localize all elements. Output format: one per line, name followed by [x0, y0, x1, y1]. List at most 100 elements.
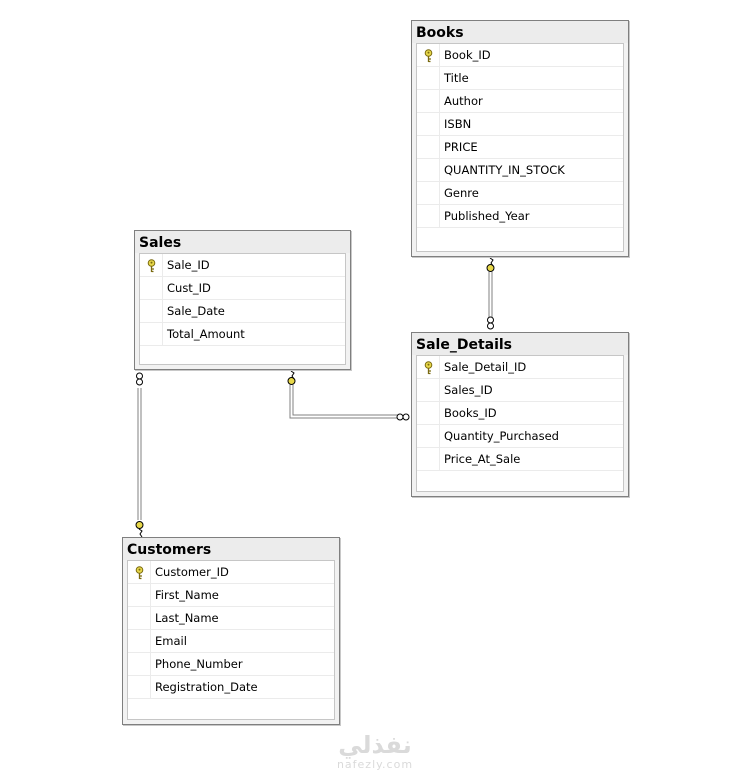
- column-name: Total_Amount: [167, 327, 245, 341]
- column-row[interactable]: Sale_ID: [140, 254, 345, 277]
- row-selector: [128, 584, 151, 606]
- row-selector: [417, 182, 440, 204]
- column-name: Price_At_Sale: [444, 452, 521, 466]
- row-selector: [417, 90, 440, 112]
- column-row[interactable]: Total_Amount: [140, 323, 345, 346]
- column-row[interactable]: Title: [417, 67, 623, 90]
- column-name: Sale_Date: [167, 304, 225, 318]
- primary-key-icon: [135, 565, 144, 580]
- column-row[interactable]: Sale_Detail_ID: [417, 356, 623, 379]
- column-name: Published_Year: [444, 209, 530, 223]
- column-name: ISBN: [444, 117, 472, 131]
- column-name: QUANTITY_IN_STOCK: [444, 163, 565, 177]
- many-end-sales-bottom-a: [136, 372, 143, 380]
- many-end-sale-details-top-b: [487, 322, 494, 330]
- column-row[interactable]: ISBN: [417, 113, 623, 136]
- row-selector: [128, 676, 151, 698]
- relationship-sales-sale-details: [289, 385, 398, 419]
- column-row[interactable]: Quantity_Purchased: [417, 425, 623, 448]
- table-sale-details[interactable]: Sale_Details Sale_Detail_ID Sales_ID Books…: [411, 332, 629, 497]
- column-name: Sale_ID: [167, 258, 210, 272]
- row-selector: [140, 300, 163, 322]
- infinity-end-markers: [136, 316, 494, 421]
- primary-key-icon: [424, 360, 433, 375]
- column-row[interactable]: Sales_ID: [417, 379, 623, 402]
- row-selector: [128, 607, 151, 629]
- row-selector: [417, 205, 440, 227]
- column-name: Book_ID: [444, 48, 491, 62]
- column-row[interactable]: First_Name: [128, 584, 334, 607]
- row-selector: [417, 67, 440, 89]
- column-row[interactable]: Phone_Number: [128, 653, 334, 676]
- row-selector: [140, 323, 163, 345]
- relationship-customers-sales: [137, 388, 142, 520]
- watermark-latin: nafezly.com: [336, 758, 414, 771]
- row-selector: [417, 159, 440, 181]
- row-selector: [128, 561, 151, 583]
- one-end-sales: [287, 377, 296, 385]
- column-row[interactable]: Price_At_Sale: [417, 448, 623, 471]
- column-row[interactable]: Genre: [417, 182, 623, 205]
- watermark: نفذلي nafezly.com: [320, 732, 430, 771]
- column-name: First_Name: [155, 588, 219, 602]
- table-title: Sales: [135, 231, 350, 253]
- many-end-sale-details-left-a: [396, 413, 404, 421]
- row-selector: [417, 448, 440, 470]
- relationship-books-sale-details: [488, 272, 493, 318]
- column-name: Author: [444, 94, 483, 108]
- row-selector: [417, 379, 440, 401]
- column-row[interactable]: Last_Name: [128, 607, 334, 630]
- one-end-books: [486, 264, 495, 272]
- key-end-markers: [135, 257, 495, 538]
- column-row[interactable]: Registration_Date: [128, 676, 334, 699]
- column-name: Sales_ID: [444, 383, 493, 397]
- column-name: Registration_Date: [155, 680, 258, 694]
- column-name: PRICE: [444, 140, 478, 154]
- row-selector: [417, 136, 440, 158]
- row-selector: [128, 630, 151, 652]
- column-name: Phone_Number: [155, 657, 243, 671]
- column-name: Sale_Detail_ID: [444, 360, 527, 374]
- row-selector: [417, 44, 440, 66]
- column-row[interactable]: Sale_Date: [140, 300, 345, 323]
- watermark-arabic: نفذلي: [338, 731, 412, 759]
- row-selector: [140, 254, 163, 276]
- column-list: Sale_Detail_ID Sales_ID Books_ID Quantity_P…: [416, 355, 624, 492]
- column-name: Title: [444, 71, 469, 85]
- column-row[interactable]: Published_Year: [417, 205, 623, 228]
- column-name: Last_Name: [155, 611, 219, 625]
- column-row[interactable]: Cust_ID: [140, 277, 345, 300]
- table-title: Books: [412, 21, 628, 43]
- column-name: Email: [155, 634, 187, 648]
- column-name: Cust_ID: [167, 281, 211, 295]
- primary-key-icon: [424, 48, 433, 63]
- column-row[interactable]: Book_ID: [417, 44, 623, 67]
- row-selector: [417, 113, 440, 135]
- column-row[interactable]: Customer_ID: [128, 561, 334, 584]
- row-selector: [417, 356, 440, 378]
- table-title: Customers: [123, 538, 339, 560]
- column-row[interactable]: PRICE: [417, 136, 623, 159]
- table-title: Sale_Details: [412, 333, 628, 355]
- many-end-sale-details-left-b: [402, 413, 410, 421]
- row-selector: [128, 653, 151, 675]
- column-row[interactable]: QUANTITY_IN_STOCK: [417, 159, 623, 182]
- row-selector: [140, 277, 163, 299]
- column-name: Books_ID: [444, 406, 497, 420]
- column-name: Quantity_Purchased: [444, 429, 559, 443]
- column-row[interactable]: Author: [417, 90, 623, 113]
- column-row[interactable]: Books_ID: [417, 402, 623, 425]
- many-end-sale-details-top-a: [487, 316, 494, 324]
- row-selector: [417, 402, 440, 424]
- many-end-sales-bottom-b: [136, 378, 143, 386]
- column-name: Genre: [444, 186, 479, 200]
- row-selector: [417, 425, 440, 447]
- column-row[interactable]: Email: [128, 630, 334, 653]
